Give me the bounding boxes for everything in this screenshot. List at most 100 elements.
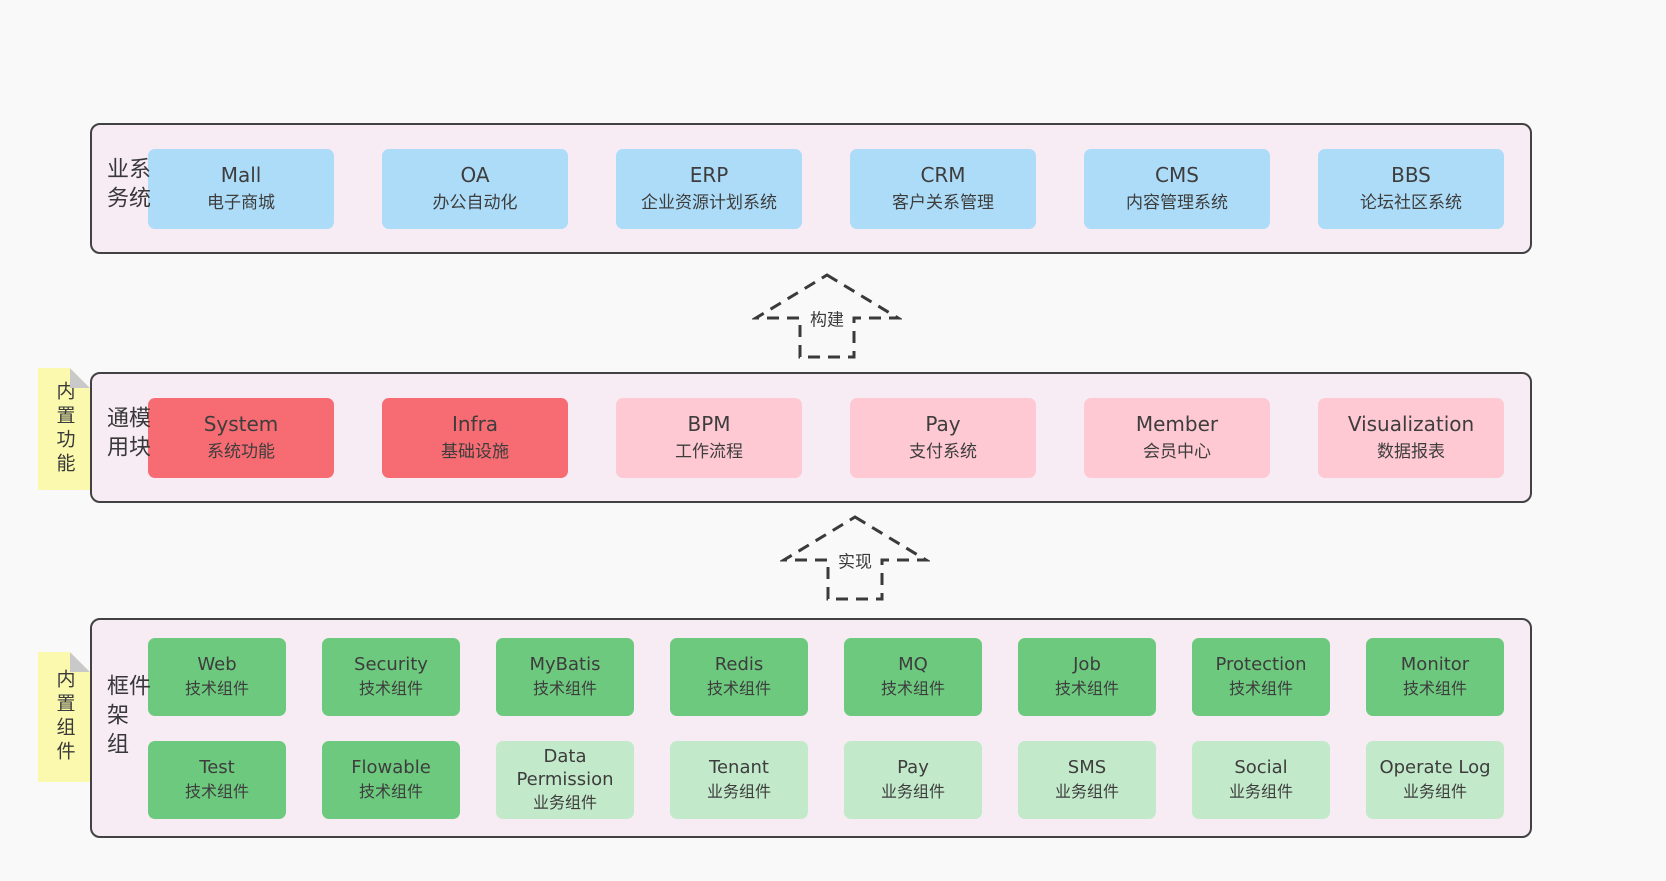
box-subtitle: 企业资源计划系统	[641, 193, 777, 214]
box-title: Operate Log	[1379, 757, 1491, 779]
box-title: Infra	[451, 412, 499, 437]
box-subtitle: 业务组件	[880, 781, 945, 801]
box-subtitle: 业务组件	[1054, 781, 1119, 801]
box-title: BBS	[1391, 163, 1431, 188]
box-title: Monitor	[1400, 654, 1470, 676]
box-cms: CMS 内容管理系统	[1084, 148, 1270, 229]
box-subtitle: 办公自动化	[432, 193, 518, 214]
box-subtitle: 系统功能	[207, 442, 275, 463]
box-mq: MQ 技术组件	[844, 637, 982, 716]
box-monitor: Monitor 技术组件	[1366, 637, 1504, 716]
arrow-label: 实现	[833, 545, 877, 575]
box-title: OA	[460, 163, 490, 188]
box-subtitle: 数据报表	[1377, 442, 1445, 463]
panel-vertical-label: 业务系统	[103, 156, 150, 215]
box-subtitle: 基础设施	[441, 442, 509, 463]
box-subtitle: 业务组件	[532, 793, 597, 813]
box-subtitle: 技术组件	[358, 781, 423, 801]
box-title: Data Permission	[516, 745, 614, 791]
box-title: Redis	[714, 654, 764, 676]
box-security: Security 技术组件	[322, 637, 460, 716]
box-title: Visualization	[1347, 412, 1475, 437]
arrow-label: 构建	[805, 303, 849, 333]
sticky-note-builtin-components: 内置组件	[38, 652, 90, 782]
box-subtitle: 工作流程	[675, 442, 743, 463]
box-title: ERP	[689, 163, 729, 188]
box-title: Protection	[1215, 654, 1307, 676]
box-title: Test	[199, 757, 235, 779]
box-subtitle: 支付系统	[909, 442, 977, 463]
box-title: Tenant	[709, 757, 769, 779]
box-redis: Redis 技术组件	[670, 637, 808, 716]
box-subtitle: 技术组件	[358, 678, 423, 698]
box-visualization: Visualization 数据报表	[1318, 397, 1504, 478]
box-subtitle: 会员中心	[1143, 442, 1211, 463]
up-arrow-build: 构建	[752, 272, 902, 360]
box-subtitle: 技术组件	[1228, 678, 1293, 698]
box-subtitle: 技术组件	[532, 678, 597, 698]
box-web: Web 技术组件	[148, 637, 286, 716]
box-title: Flowable	[351, 757, 431, 779]
panel-vertical-label: 通用模块	[103, 405, 150, 464]
box-mall: Mall 电子商城	[148, 148, 334, 229]
box-protection: Protection 技术组件	[1192, 637, 1330, 716]
box-subtitle: 业务组件	[1402, 781, 1467, 801]
panel-common-modules: 通用模块 System 系统功能 Infra 基础设施 BPM 工作流程 Pay…	[90, 372, 1532, 503]
box-title: Social	[1234, 757, 1288, 779]
box-title: Pay	[925, 412, 961, 437]
box-title: Job	[1073, 654, 1101, 676]
box-flowable: Flowable 技术组件	[322, 740, 460, 819]
box-title: CRM	[920, 163, 966, 188]
box-subtitle: 客户关系管理	[892, 193, 994, 214]
box-data-permission: Data Permission 业务组件	[496, 740, 634, 819]
box-social: Social 业务组件	[1192, 740, 1330, 819]
box-system: System 系统功能	[148, 397, 334, 478]
sticky-note-text: 内置功能	[53, 381, 76, 477]
dashed-up-arrow-shape	[780, 515, 930, 601]
box-member: Member 会员中心	[1084, 397, 1270, 478]
box-crm: CRM 客户关系管理	[850, 148, 1036, 229]
box-bbs: BBS 论坛社区系统	[1318, 148, 1504, 229]
box-title: System	[203, 412, 279, 437]
box-title: Security	[354, 654, 428, 676]
box-title: Web	[197, 654, 237, 676]
box-subtitle: 内容管理系统	[1126, 193, 1228, 214]
box-bpm: BPM 工作流程	[616, 397, 802, 478]
box-subtitle: 论坛社区系统	[1360, 193, 1462, 214]
folded-corner	[70, 368, 90, 388]
box-oa: OA 办公自动化	[382, 148, 568, 229]
box-subtitle: 技术组件	[1054, 678, 1119, 698]
box-title: MQ	[898, 654, 928, 676]
box-title: Member	[1135, 412, 1219, 437]
box-infra: Infra 基础设施	[382, 397, 568, 478]
box-title: Pay	[897, 757, 929, 779]
box-subtitle: 技术组件	[880, 678, 945, 698]
box-job: Job 技术组件	[1018, 637, 1156, 716]
up-arrow-implement: 实现	[780, 514, 930, 602]
box-title: MyBatis	[529, 654, 601, 676]
dashed-up-arrow-shape	[752, 273, 902, 359]
box-tenant: Tenant 业务组件	[670, 740, 808, 819]
sticky-note-builtin-features: 内置功能	[38, 368, 90, 490]
box-subtitle: 业务组件	[706, 781, 771, 801]
panel-vertical-label: 框架组件	[103, 674, 150, 761]
box-operate-log: Operate Log 业务组件	[1366, 740, 1504, 819]
box-subtitle: 电子商城	[207, 193, 275, 214]
box-pay-component: Pay 业务组件	[844, 740, 982, 819]
box-title: Mall	[220, 163, 262, 188]
box-pay-system: Pay 支付系统	[850, 397, 1036, 478]
panel-business-systems: 业务系统 Mall 电子商城 OA 办公自动化 ERP 企业资源计划系统 CRM…	[90, 123, 1532, 254]
box-test: Test 技术组件	[148, 740, 286, 819]
box-subtitle: 技术组件	[1402, 678, 1467, 698]
box-subtitle: 业务组件	[1228, 781, 1293, 801]
box-sms: SMS 业务组件	[1018, 740, 1156, 819]
box-erp: ERP 企业资源计划系统	[616, 148, 802, 229]
framework-components-row-2: Test 技术组件 Flowable 技术组件 Data Permission …	[92, 740, 1530, 819]
common-modules-row: System 系统功能 Infra 基础设施 BPM 工作流程 Pay 支付系统…	[92, 397, 1530, 478]
box-mybatis: MyBatis 技术组件	[496, 637, 634, 716]
box-title: CMS	[1155, 163, 1199, 188]
sticky-note-text: 内置组件	[53, 669, 76, 765]
panel-framework-components: 框架组件 Web 技术组件 Security 技术组件 MyBatis 技术组件…	[90, 618, 1532, 838]
box-subtitle: 技术组件	[184, 781, 249, 801]
box-subtitle: 技术组件	[706, 678, 771, 698]
